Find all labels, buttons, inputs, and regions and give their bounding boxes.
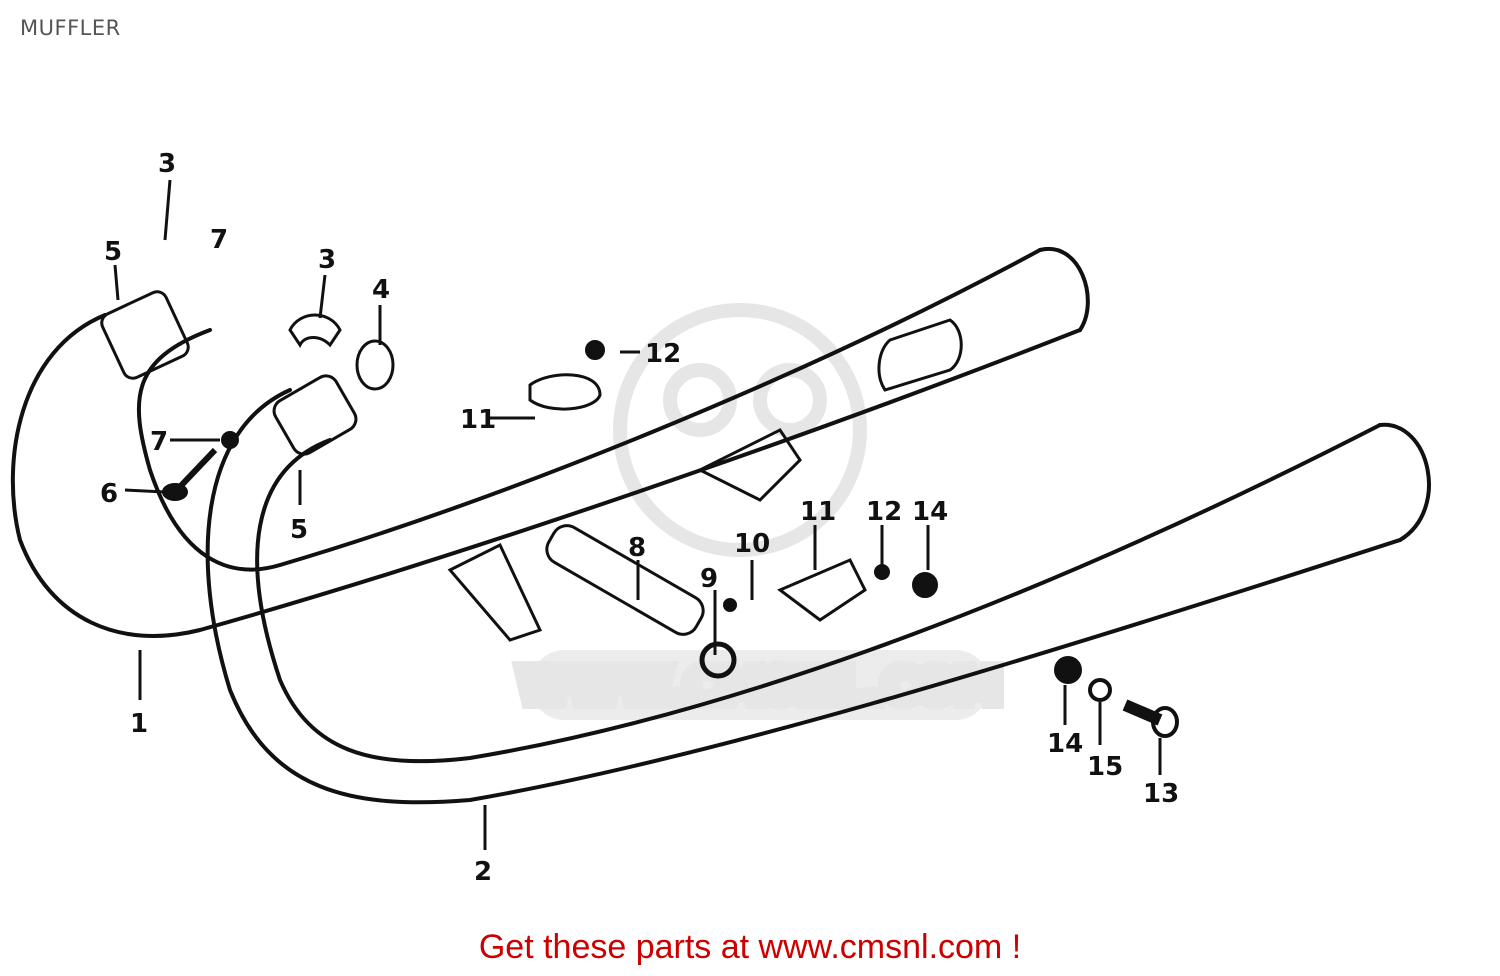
callout-label: 2	[474, 857, 492, 887]
callout-label: 5	[290, 515, 308, 545]
callout-label: 9	[700, 564, 718, 594]
hanger-band	[528, 373, 602, 411]
callout-label: 14	[1047, 729, 1083, 759]
exhaust-clamp	[100, 290, 190, 380]
exhaust-clamp	[272, 374, 358, 456]
bolt	[585, 340, 605, 360]
bolt	[723, 598, 737, 612]
callout-label: 15	[1087, 752, 1123, 782]
bracket	[696, 428, 802, 502]
fittings	[100, 290, 867, 642]
muffler-pipe-2	[205, 388, 1431, 805]
leader-lines	[113, 179, 1162, 850]
watermark-logo	[613, 303, 867, 557]
rear-bracket	[447, 542, 543, 642]
nut	[699, 641, 737, 679]
collar-half	[288, 313, 342, 348]
callout-label: 12	[645, 339, 681, 369]
step-bar	[545, 524, 705, 636]
nut	[221, 431, 239, 449]
callout-label: 4	[372, 275, 390, 305]
callout-label: 11	[460, 405, 496, 435]
gasket	[355, 339, 395, 391]
callout-label: 1	[130, 709, 148, 739]
callout-label: 14	[912, 497, 948, 527]
callout-label: 12	[866, 497, 902, 527]
callout-label: 5	[104, 237, 122, 267]
callout-label: 7	[150, 427, 168, 457]
callout-label: 11	[800, 497, 836, 527]
bracket	[777, 558, 867, 622]
callout-label: 10	[734, 529, 770, 559]
callout-labels: 1 2 3 3 4 5 5 6 7 7 8 9 10 11 11 12 12 1…	[100, 149, 1179, 887]
callout-label: 13	[1143, 779, 1179, 809]
page-title: MUFFLER	[20, 16, 121, 40]
callout-label: 3	[318, 245, 336, 275]
washer	[1054, 656, 1082, 684]
washer	[1088, 678, 1112, 702]
washer	[912, 572, 938, 598]
callout-label: 7	[210, 225, 228, 255]
bolt	[874, 564, 890, 580]
callout-label: 3	[158, 149, 176, 179]
callout-label: 8	[628, 533, 646, 563]
callout-label: 6	[100, 479, 118, 509]
muffler-pipe-1	[10, 246, 1090, 638]
footer-promo-text: Get these parts at www.cmsnl.com !	[478, 928, 1022, 966]
